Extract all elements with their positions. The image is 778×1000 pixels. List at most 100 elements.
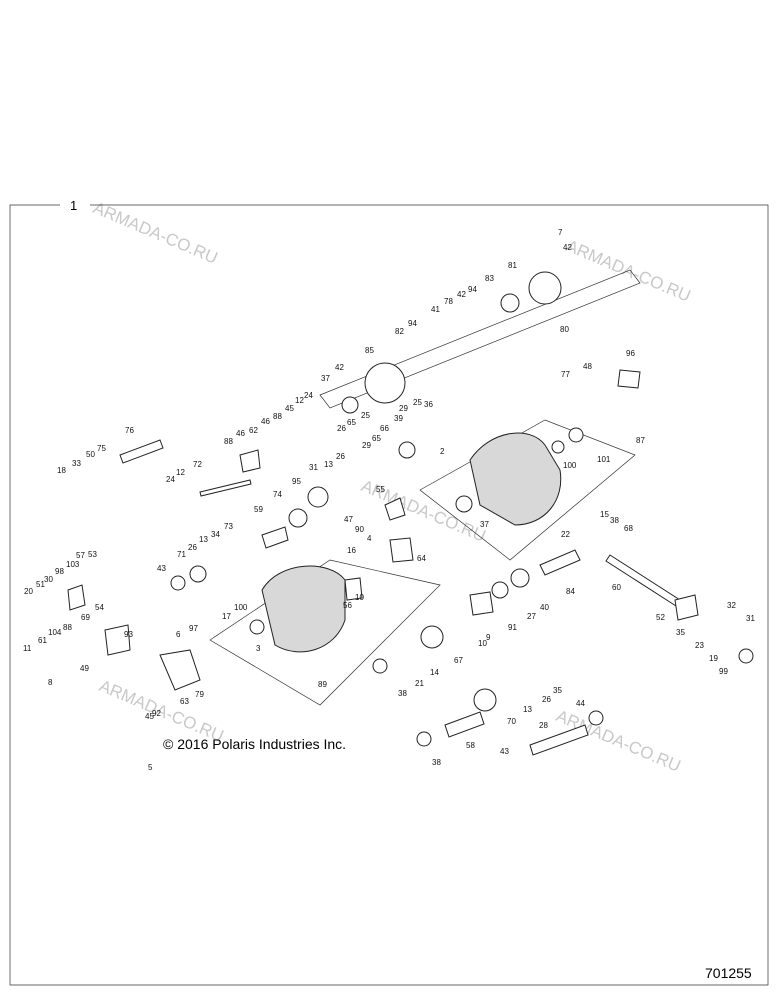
callout-label: 12 <box>295 396 304 405</box>
shaft-76 <box>119 439 164 464</box>
callout-label: 26 <box>337 424 346 433</box>
callout-label: 98 <box>55 567 64 576</box>
callout-label: 43 <box>157 564 166 573</box>
callout-label: 74 <box>273 490 282 499</box>
callout-label: 4 <box>367 534 372 543</box>
callout-label: 33 <box>72 459 81 468</box>
callout-label: 96 <box>626 349 635 358</box>
shaft-59 <box>261 526 289 549</box>
callout-label: 70 <box>507 717 516 726</box>
watermark-1: ARMADA-CO.RU <box>90 198 220 268</box>
callout-label: 77 <box>561 370 570 379</box>
callout-label: 24 <box>166 475 175 484</box>
link-57 <box>67 584 86 611</box>
shaft-84 <box>539 549 581 576</box>
callout-label: 53 <box>88 550 97 559</box>
coupler-52 <box>674 594 699 621</box>
callout-label: 80 <box>560 325 569 334</box>
callout-label: 85 <box>365 346 374 355</box>
gear-81 <box>528 271 562 305</box>
callout-label: 99 <box>719 667 728 676</box>
callout-label: 45 <box>285 404 294 413</box>
callout-label: 26 <box>542 695 551 704</box>
drawing-number: 701255 <box>705 965 752 981</box>
bearing-38b <box>416 731 432 747</box>
callout-label: 34 <box>211 530 220 539</box>
callout-label: 88 <box>273 412 282 421</box>
callout-label: 61 <box>38 636 47 645</box>
seal-95 <box>307 486 329 508</box>
callout-label: 50 <box>86 450 95 459</box>
shift-fork-55 <box>384 497 406 521</box>
callout-label: 79 <box>195 690 204 699</box>
shift-fork-45 <box>239 449 261 473</box>
gasket-64 <box>389 537 414 563</box>
callout-label: 97 <box>189 624 198 633</box>
callout-label: 3 <box>256 644 261 653</box>
callout-label: 90 <box>355 525 364 534</box>
actuator-96 <box>617 369 641 389</box>
callout-label: 38 <box>398 689 407 698</box>
callout-label: 54 <box>95 603 104 612</box>
callout-label: 8 <box>48 678 53 687</box>
callout-label: 47 <box>344 515 353 524</box>
callout-label: 76 <box>125 426 134 435</box>
callout-label: 23 <box>695 641 704 650</box>
callout-label: 72 <box>193 460 202 469</box>
bearing-43 <box>170 575 186 591</box>
callout-label: 56 <box>343 601 352 610</box>
callout-labels: 7 42 81 83 80 78 94 41 42 82 94 85 37 42… <box>23 228 755 772</box>
shift-drum-74 <box>288 508 308 528</box>
callout-label: 38 <box>432 758 441 767</box>
callout-label: 37 <box>321 374 330 383</box>
callout-label: 5 <box>148 763 153 772</box>
callout-label: 68 <box>624 524 633 533</box>
callout-label: 103 <box>66 560 80 569</box>
callout-label: 40 <box>540 603 549 612</box>
callout-label: 89 <box>318 680 327 689</box>
callout-label: 38 <box>610 516 619 525</box>
callout-label: 39 <box>394 414 403 423</box>
bearing-44 <box>588 710 604 726</box>
callout-label: 95 <box>292 477 301 486</box>
gear-71 <box>189 565 207 583</box>
gear-66 <box>398 441 416 459</box>
shaft-60 <box>605 554 681 607</box>
bearing-27 <box>491 581 509 599</box>
callout-label: 13 <box>523 705 532 714</box>
gear-70 <box>473 688 497 712</box>
callout-label: 16 <box>347 546 356 555</box>
callout-label: 30 <box>44 575 53 584</box>
callout-label: 81 <box>508 261 517 270</box>
callout-label: 27 <box>527 612 536 621</box>
gearcase-housing-front <box>469 432 562 526</box>
callout-label: 13 <box>324 460 333 469</box>
callout-label: 88 <box>224 437 233 446</box>
callout-label: 51 <box>36 580 45 589</box>
callout-label: 42 <box>335 363 344 372</box>
callout-label: 13 <box>199 535 208 544</box>
callout-label: 46 <box>261 417 270 426</box>
bearing-38 <box>372 658 388 674</box>
callout-label: 66 <box>380 424 389 433</box>
gear-67 <box>420 625 444 649</box>
shift-rod-72 <box>199 479 252 497</box>
assembly-number: 1 <box>70 198 77 213</box>
callout-label: 36 <box>424 400 433 409</box>
callout-label: 63 <box>180 697 189 706</box>
callout-label: 6 <box>176 630 181 639</box>
callout-label: 31 <box>309 463 318 472</box>
callout-label: 104 <box>48 628 62 637</box>
callout-label: 28 <box>539 721 548 730</box>
callout-label: 22 <box>561 530 570 539</box>
seal-100b <box>249 619 265 635</box>
callout-label: 18 <box>57 466 66 475</box>
callout-label: 62 <box>249 426 258 435</box>
callout-label: 92 <box>152 709 161 718</box>
callout-label: 10 <box>478 639 487 648</box>
callout-label: 42 <box>457 290 466 299</box>
callout-label: 12 <box>176 468 185 477</box>
callout-label: 31 <box>746 614 755 623</box>
copyright-notice: © 2016 Polaris Industries Inc. <box>163 736 346 752</box>
bearing-40 <box>510 568 530 588</box>
